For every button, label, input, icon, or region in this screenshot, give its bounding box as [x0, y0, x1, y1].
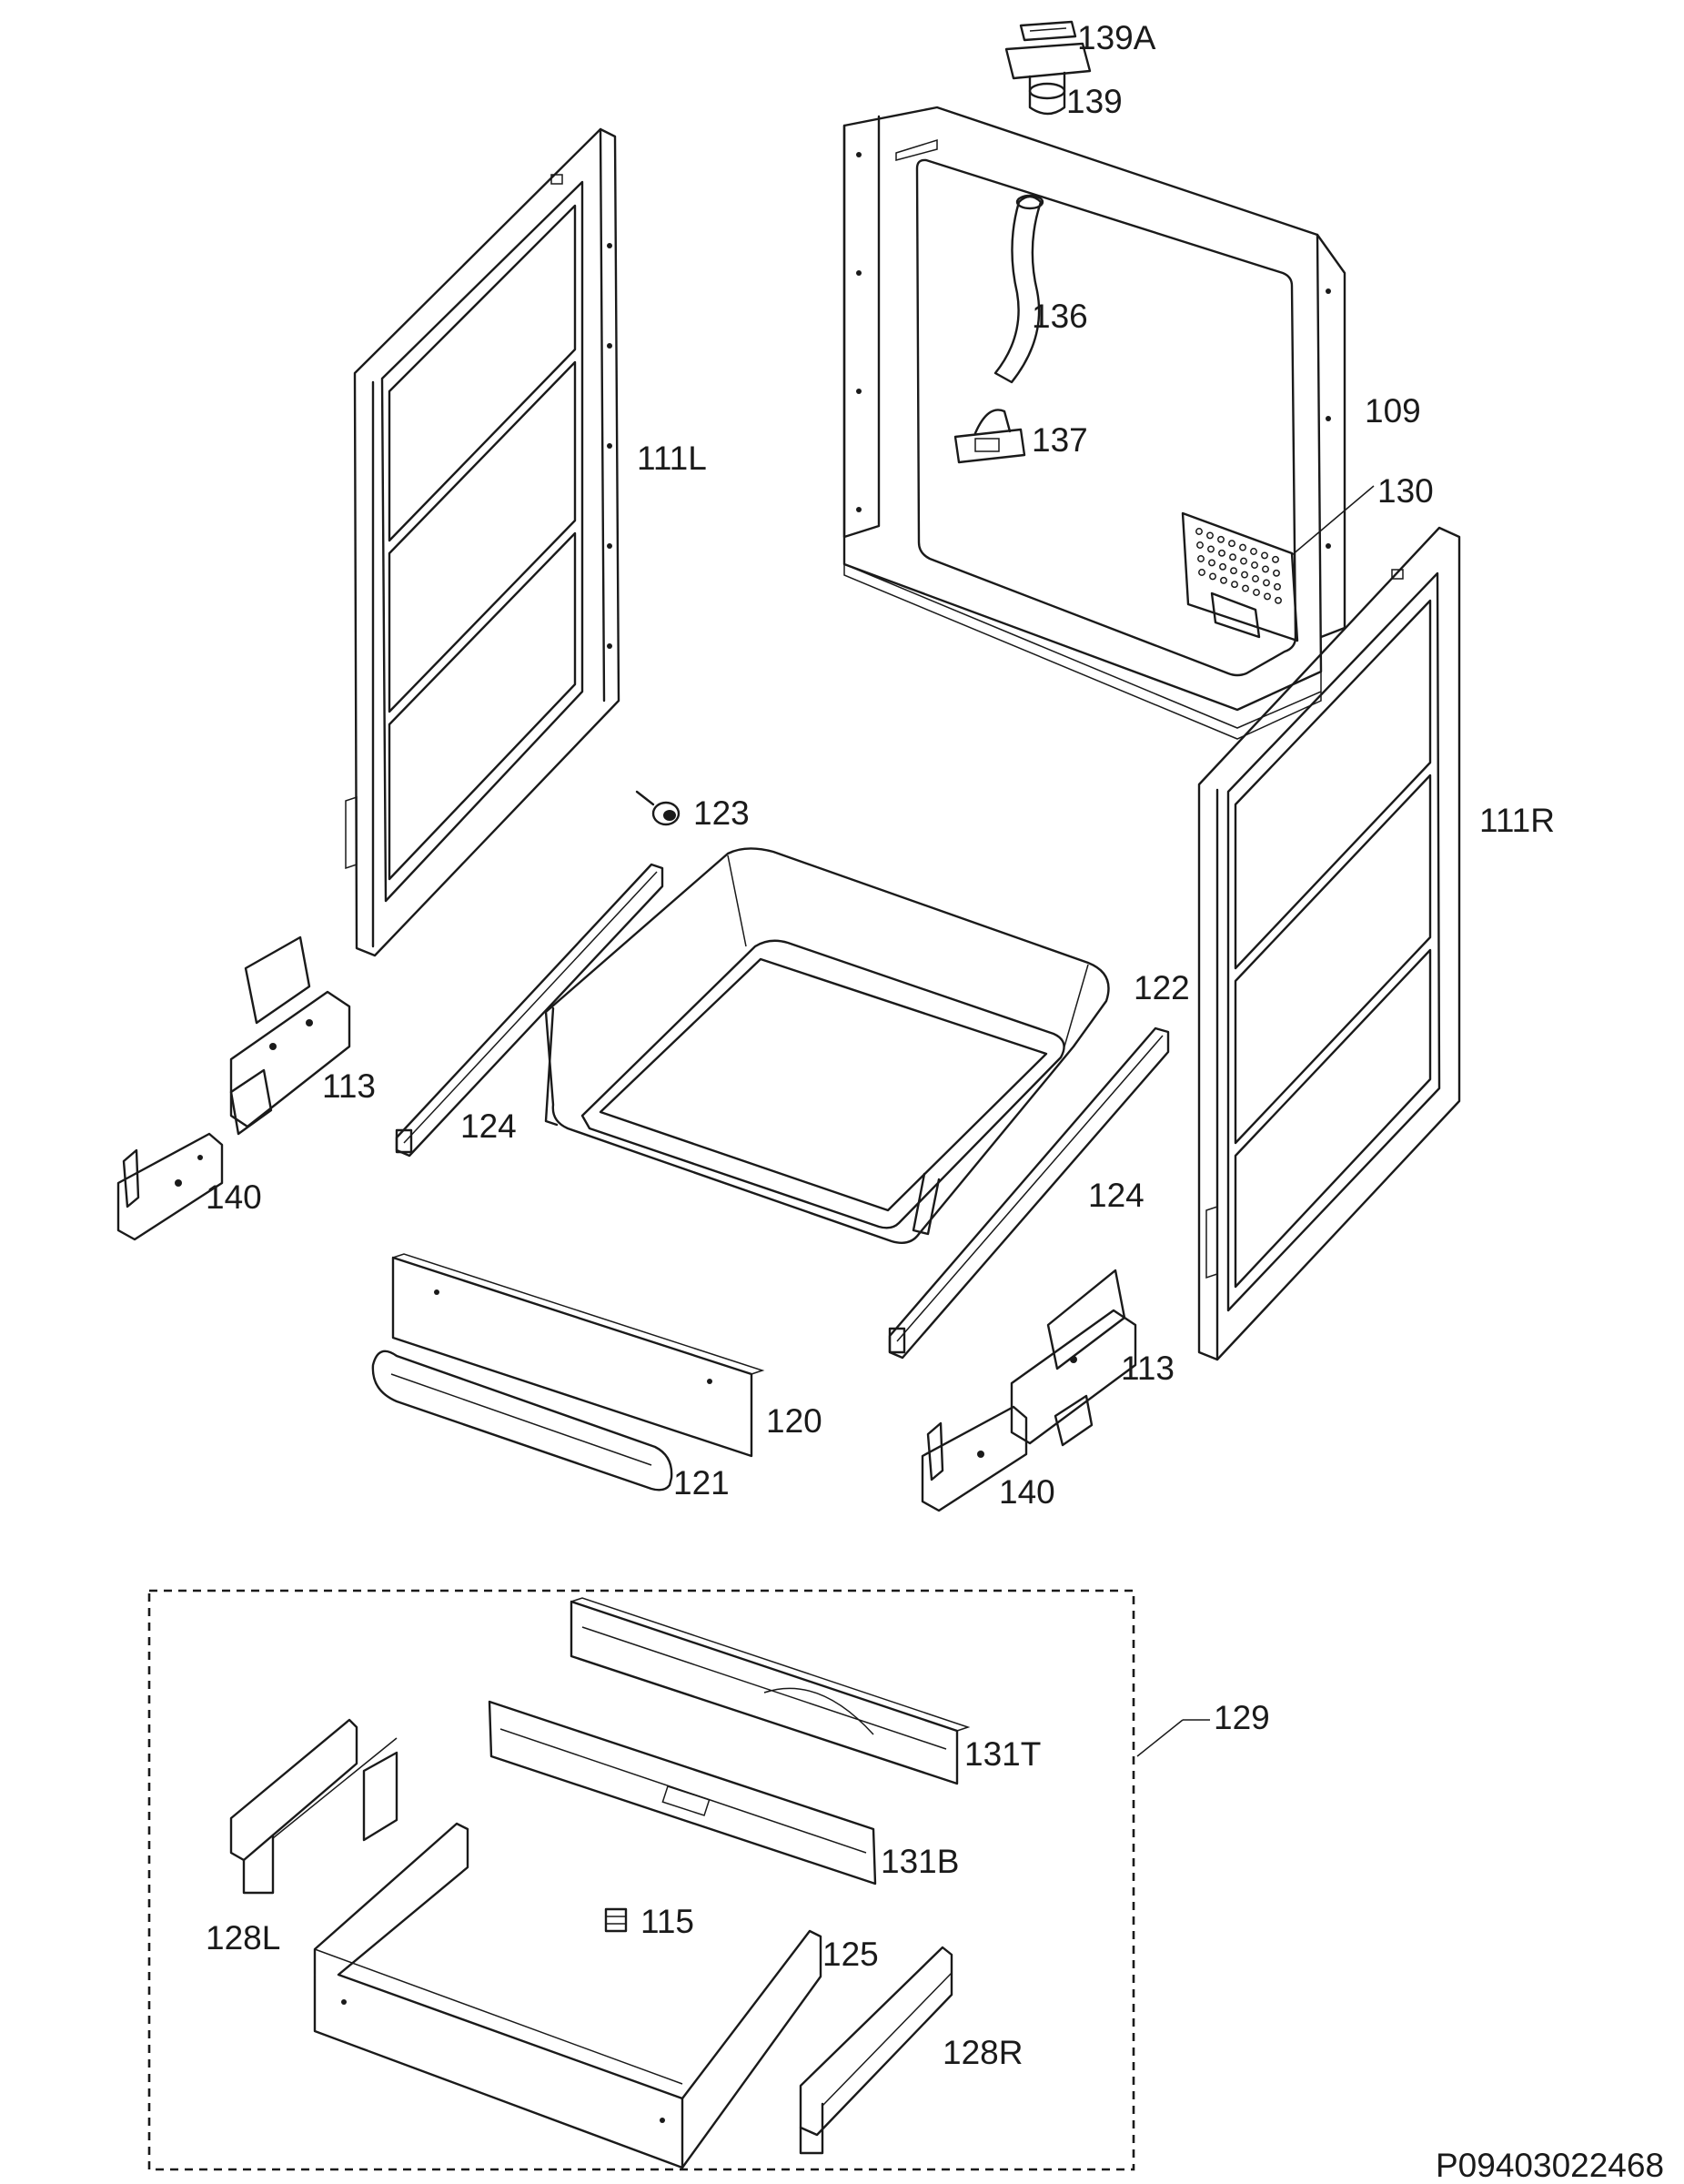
part-139A-vent-grille — [1019, 20, 1077, 42]
label-124-left: 124 — [460, 1107, 517, 1145]
perforation-hole — [1264, 592, 1271, 601]
label-136: 136 — [1032, 298, 1088, 335]
label-139A: 139A — [1077, 19, 1156, 56]
label-113-left: 113 — [322, 1067, 376, 1105]
perforation-hole — [1251, 561, 1258, 569]
perforation-hole — [1241, 571, 1248, 579]
part-109-back-panel — [842, 106, 1346, 740]
part-124-left-runner — [395, 863, 664, 1158]
perforation-hole — [1250, 548, 1257, 555]
perforation-hole — [1273, 569, 1280, 577]
part-136-hose — [993, 194, 1044, 384]
part-131B-bottom-rail — [488, 1700, 877, 1886]
perforation-hole — [1198, 569, 1205, 576]
part-115-adjustable-foot — [604, 1907, 628, 1933]
perforation-hole — [1219, 562, 1226, 571]
perforation-hole — [1262, 565, 1269, 573]
drawing-number: P09403022468 — [1436, 2147, 1664, 2184]
perforation-hole — [1261, 551, 1268, 560]
part-128R-right-runner-bracket — [799, 1946, 953, 2155]
label-131T: 131T — [964, 1735, 1041, 1773]
perforation-hole — [1196, 541, 1204, 549]
part-130-cover-plate — [1181, 485, 1375, 642]
label-109: 109 — [1365, 392, 1421, 430]
part-129-plinth-kit — [147, 1589, 1210, 2171]
label-111L: 111L — [637, 440, 707, 477]
part-125-plinth-frame — [313, 1822, 822, 2169]
label-140-right: 140 — [999, 1473, 1055, 1511]
perforation-hole — [1274, 582, 1281, 591]
part-128L-left-runner-bracket — [229, 1718, 398, 1895]
perforation-hole — [1242, 584, 1249, 592]
perforation-hole — [1206, 531, 1214, 540]
label-128R: 128R — [943, 2034, 1023, 2071]
perforation-hole — [1207, 545, 1215, 553]
label-124-right: 124 — [1088, 1177, 1145, 1214]
label-111R: 111R — [1479, 802, 1555, 839]
perforation-hole — [1195, 528, 1203, 535]
label-125: 125 — [822, 1936, 879, 1973]
perforation-hole — [1208, 559, 1215, 567]
label-140-left: 140 — [206, 1178, 262, 1216]
label-121: 121 — [673, 1464, 730, 1502]
perforation-hole — [1197, 555, 1205, 562]
part-123-knob — [635, 790, 681, 826]
perforation-hole — [1209, 572, 1216, 581]
part-139-vent-connector — [1004, 42, 1092, 116]
label-115: 115 — [640, 1903, 694, 1940]
perforation-hole — [1275, 596, 1282, 604]
perforation-hole — [1218, 549, 1225, 557]
part-113-left-hinge-bracket — [229, 935, 351, 1136]
part-140-left-hinge — [116, 1132, 224, 1241]
label-129: 129 — [1214, 1699, 1270, 1736]
part-113-right-hinge-bracket — [1010, 1269, 1137, 1447]
perforation-hole — [1252, 575, 1259, 582]
part-111R-right-side-panel — [1197, 526, 1461, 1361]
label-137: 137 — [1032, 421, 1088, 459]
part-124-right-runner — [888, 1026, 1170, 1360]
label-123: 123 — [693, 794, 750, 832]
label-122: 122 — [1134, 969, 1190, 1006]
perforation-hole — [1229, 553, 1236, 561]
label-128L: 128L — [206, 1919, 280, 1956]
part-120-drawer-front-panel — [391, 1253, 765, 1458]
perforation-hole — [1253, 589, 1260, 596]
perforation-hole — [1272, 555, 1279, 563]
perforation-hole — [1263, 579, 1270, 587]
part-137-outlet — [953, 409, 1026, 464]
perforation-hole — [1230, 567, 1237, 575]
perforation-hole — [1239, 543, 1246, 551]
label-120: 120 — [766, 1402, 822, 1440]
label-130: 130 — [1377, 472, 1434, 510]
label-139: 139 — [1066, 83, 1123, 120]
perforation-hole — [1228, 540, 1235, 548]
callout-labels: 139A 139 136 137 109 130 111L 111R 123 1… — [206, 19, 1664, 2184]
part-122-drawer-tray — [544, 847, 1110, 1244]
perforation-hole — [1220, 576, 1227, 584]
perforation-hole — [1217, 535, 1225, 543]
label-131B: 131B — [881, 1843, 959, 1880]
label-113-right: 113 — [1121, 1350, 1175, 1387]
part-140-right-hinge — [921, 1405, 1028, 1512]
perforation-hole — [1240, 557, 1247, 565]
part-121-drawer-handle — [371, 1350, 673, 1491]
part-131T-top-rail — [570, 1597, 971, 1785]
part-111L-left-side-panel — [345, 127, 620, 957]
perforation-hole — [1231, 581, 1238, 589]
